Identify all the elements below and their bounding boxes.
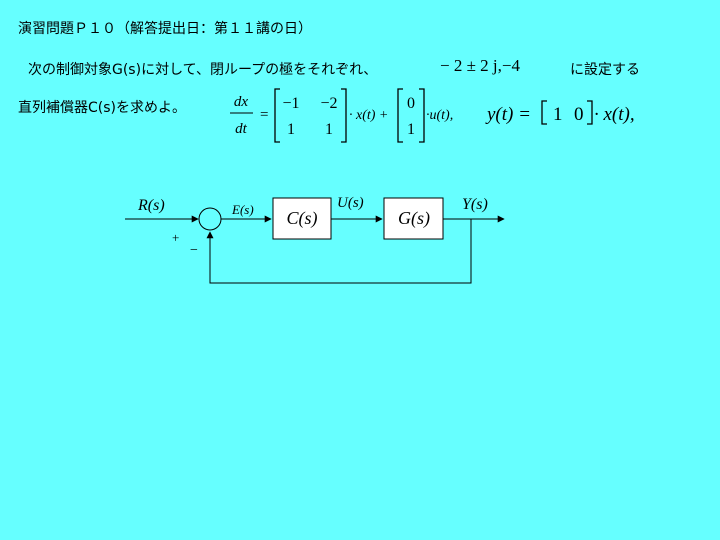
problem-title: 演習問題Ｐ１０（解答提出日：第１１講の日）: [18, 21, 312, 37]
input-label-r: R(s): [137, 197, 165, 214]
problem-statement-line1-end: に設定する: [570, 62, 640, 78]
matrix-a-22: 1: [325, 121, 333, 138]
plus-sign: +: [172, 230, 179, 245]
deriv-numerator: dx: [234, 94, 249, 110]
matrix-b-2: 1: [407, 121, 415, 138]
summing-junction: [198, 207, 222, 231]
matrix-b-left-bracket: [397, 88, 403, 143]
matrix-a-11: −1: [282, 95, 299, 112]
output-label-y: Y(s): [462, 196, 488, 213]
x-term: · x(t) +: [349, 108, 388, 123]
pole-values: − 2 ± 2 j,−4: [440, 56, 520, 75]
matrix-c-1: 1: [553, 104, 563, 125]
feedback-path: [206, 219, 472, 284]
u-term: ·u(t),: [426, 108, 453, 123]
matrix-b-1: 0: [407, 95, 415, 112]
matrix-a-12: −2: [320, 95, 337, 112]
matrix-c-2: 0: [574, 104, 584, 125]
output-rhs: · x(t),: [594, 104, 635, 125]
plant-label: G(s): [398, 208, 430, 229]
problem-statement-line2: 直列補償器C(s)を求めよ。: [18, 100, 186, 116]
error-label-e: E(s): [231, 202, 254, 217]
matrix-a-21: 1: [287, 121, 295, 138]
matrix-a-left-bracket: [274, 88, 280, 143]
matrix-c-right-bracket: [587, 100, 593, 125]
matrix-a-right-bracket: [341, 88, 347, 143]
output-lhs: y(t) =: [485, 104, 531, 125]
equals-sign: =: [260, 107, 268, 123]
state-space-equation: dx dt = −1 −2 1 1 · x(t) + 0 1 ·u(t), y(…: [230, 88, 635, 143]
matrix-b-right-bracket: [419, 88, 425, 143]
minus-sign: −: [190, 243, 198, 258]
control-label-u: U(s): [337, 195, 364, 211]
deriv-denominator: dt: [235, 121, 248, 137]
matrix-c-left-bracket: [541, 100, 547, 125]
plant-block: [383, 197, 444, 240]
controller-label: C(s): [287, 208, 318, 229]
problem-statement-line1: 次の制御対象G(s)に対して、閉ループの極をそれぞれ、: [28, 62, 378, 78]
